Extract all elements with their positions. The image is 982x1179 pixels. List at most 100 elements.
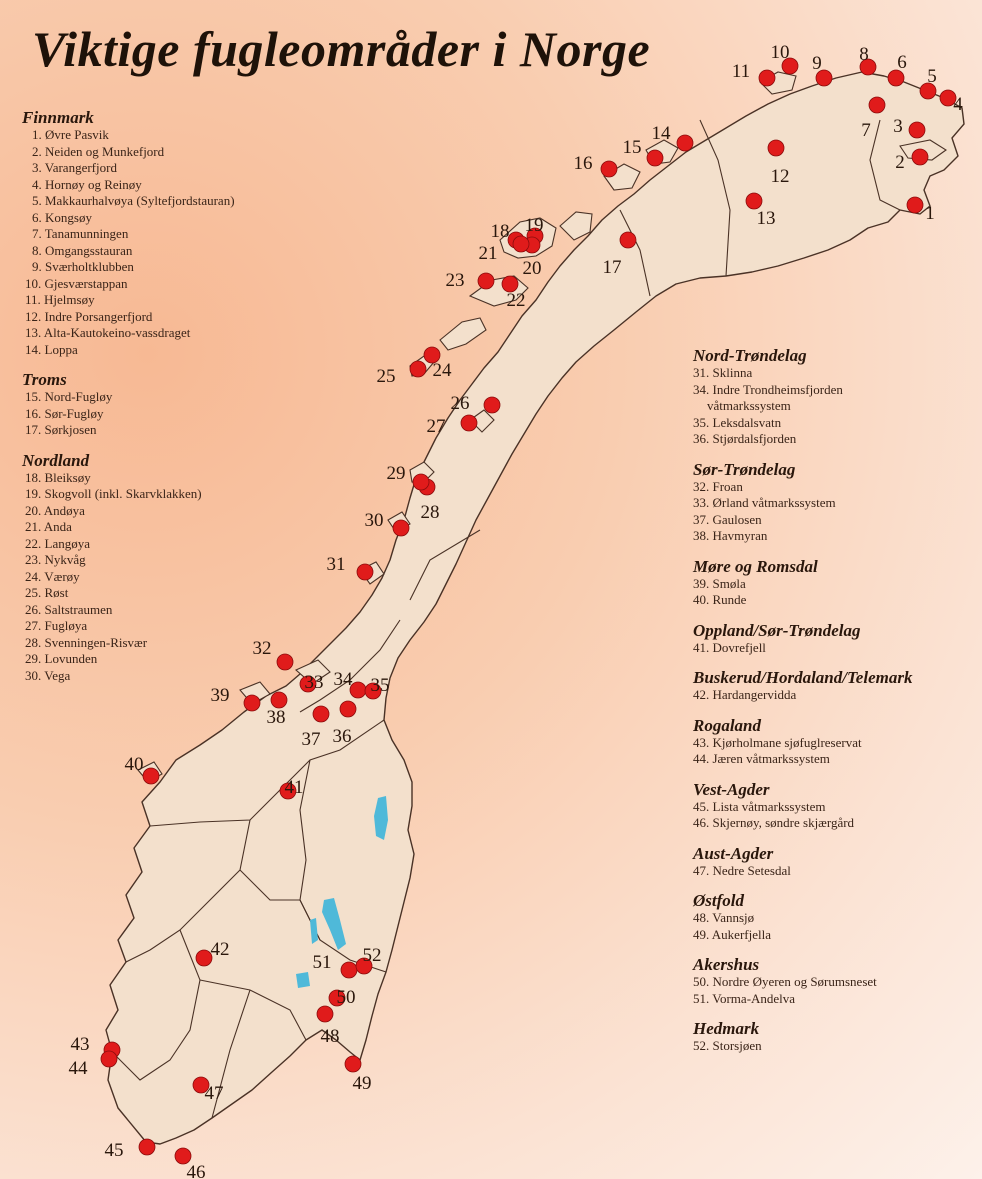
site-marker-label: 12 bbox=[771, 166, 790, 187]
legend-site-item: 49. Aukerfjella bbox=[693, 926, 771, 942]
legend-region-heading: Møre og Romsdal bbox=[693, 556, 818, 576]
legend-site-item: 21. Anda bbox=[25, 519, 72, 534]
site-marker-dot bbox=[887, 69, 905, 87]
legend-region-heading: Hedmark bbox=[693, 1019, 760, 1038]
site-marker-dot bbox=[906, 196, 924, 214]
site-marker-label: 22 bbox=[507, 290, 526, 311]
legend-site-item: 36. Stjørdalsfjorden bbox=[693, 431, 797, 446]
legend-site-item: 39. Smøla bbox=[693, 575, 746, 591]
legend-site-item: 19. Skogvoll (inkl. Skarvklakken) bbox=[25, 486, 202, 501]
site-marker-dot bbox=[423, 346, 441, 364]
site-marker-label: 49 bbox=[353, 1073, 372, 1094]
site-marker-label: 32 bbox=[253, 638, 272, 659]
legend-site-item: 50. Nordre Øyeren og Sørumsneset bbox=[693, 974, 877, 989]
legend-site-item: 27. Fugløya bbox=[25, 618, 88, 633]
site-marker-dot bbox=[328, 989, 346, 1007]
site-marker-dot bbox=[676, 134, 694, 152]
legend-site-item: 26. Saltstraumen bbox=[25, 601, 113, 617]
legend-site-item: 20. Andøya bbox=[25, 502, 85, 518]
site-marker-label: 26 bbox=[451, 393, 470, 414]
site-marker-label: 23 bbox=[446, 270, 465, 291]
site-marker-label: 8 bbox=[859, 44, 869, 65]
legend-site-item: 37. Gaulosen bbox=[693, 511, 762, 527]
site-marker-dot bbox=[908, 121, 926, 139]
county-borders bbox=[111, 119, 901, 1119]
site-marker-dot bbox=[512, 235, 530, 253]
legend-region-heading: Sør-Trøndelag bbox=[693, 459, 796, 479]
legend-site-item: 42. Hardangervidda bbox=[693, 687, 797, 702]
lakes bbox=[296, 796, 388, 988]
legend-site-item: 51. Vorma-Andelva bbox=[693, 990, 796, 1006]
site-marker-dot bbox=[600, 160, 618, 178]
site-marker-label: 1 bbox=[925, 203, 935, 224]
legend-site-item: 24. Værøy bbox=[25, 568, 80, 584]
site-marker-label: 6 bbox=[897, 52, 907, 73]
legend-site-item: 38. Havmyran bbox=[693, 528, 768, 543]
site-marker-dot bbox=[911, 148, 929, 166]
page-title: Viktige fugleområder i Norge bbox=[32, 21, 651, 77]
site-marker-dot bbox=[745, 192, 763, 210]
site-marker-label: 41 bbox=[285, 777, 304, 798]
site-marker-dot bbox=[781, 57, 799, 75]
site-marker-label: 30 bbox=[365, 510, 384, 531]
legend-site-item: 52. Storsjøen bbox=[693, 1038, 762, 1053]
site-marker-dot bbox=[195, 949, 213, 967]
legend-site-item: 46. Skjernøy, søndre skjærgård bbox=[693, 815, 855, 830]
legend-region-heading: Akershus bbox=[693, 955, 760, 974]
site-marker-label: 44 bbox=[69, 1058, 89, 1079]
legend-site-item: 12. Indre Porsangerfjord bbox=[25, 308, 153, 324]
site-marker-label: 33 bbox=[305, 672, 324, 693]
legend-site-item: 14. Loppa bbox=[25, 341, 78, 357]
legend-region-heading: Aust-Agder bbox=[693, 843, 774, 863]
site-marker-dot bbox=[174, 1147, 192, 1165]
site-marker-dot bbox=[477, 272, 495, 290]
legend-region-heading: Troms bbox=[22, 370, 67, 389]
legend-site-item: 25. Røst bbox=[25, 585, 69, 600]
site-marker-label: 37 bbox=[302, 729, 321, 750]
legend-site-item: 47. Nedre Setesdal bbox=[693, 862, 791, 878]
site-marker-dot bbox=[392, 519, 410, 537]
legend-site-item: våtmarkssystem bbox=[707, 398, 791, 413]
site-marker-label: 18 bbox=[491, 221, 510, 242]
legend-region-heading: Finnmark bbox=[22, 108, 94, 127]
legend-site-item: 5. Makkaurhalvøya (Syltefjordstauran) bbox=[32, 193, 235, 208]
site-marker-dot bbox=[270, 691, 288, 709]
site-marker-dot bbox=[859, 58, 877, 76]
site-marker-dot bbox=[340, 961, 358, 979]
legend-region-heading: Nord-Trøndelag bbox=[693, 346, 807, 365]
legend-site-item: 41. Dovrefjell bbox=[693, 639, 766, 655]
site-marker-dot bbox=[344, 1055, 362, 1073]
legend-region-heading: Rogaland bbox=[693, 715, 762, 735]
legend-site-item: 23. Nykvåg bbox=[25, 552, 86, 567]
legend-site-item: 29. Lovunden bbox=[25, 651, 98, 666]
site-marker-label: 17 bbox=[603, 257, 622, 278]
site-marker-label: 34 bbox=[334, 669, 354, 690]
site-marker-dot bbox=[100, 1050, 118, 1068]
site-marker-label: 50 bbox=[337, 987, 356, 1008]
site-marker-dot bbox=[868, 96, 886, 114]
site-marker-dot bbox=[619, 231, 637, 249]
site-marker-dot bbox=[355, 957, 373, 975]
legend-site-item: 28. Svenningen-Risvær bbox=[25, 634, 148, 650]
site-marker-dot bbox=[142, 767, 160, 785]
site-marker-dot bbox=[339, 700, 357, 718]
legend-site-item: 17. Sørkjosen bbox=[25, 422, 97, 437]
site-marker-dot bbox=[919, 82, 937, 100]
site-marker-dot bbox=[299, 675, 317, 693]
site-marker-label: 35 bbox=[371, 675, 390, 696]
site-marker-label: 14 bbox=[652, 123, 672, 144]
legend-site-item: 8. Omgangsstauran bbox=[32, 242, 133, 258]
site-marker-label: 13 bbox=[757, 208, 776, 229]
legend-site-item: 18. Bleiksøy bbox=[25, 469, 91, 485]
site-marker-label: 36 bbox=[333, 726, 352, 747]
site-marker-dot bbox=[192, 1076, 210, 1094]
legend-site-item: 15. Nord-Fugløy bbox=[25, 389, 113, 404]
site-marker-label: 10 bbox=[771, 42, 790, 63]
legend-site-item: 4. Hornøy og Reinøy bbox=[32, 176, 142, 192]
legend-region-heading: Østfold bbox=[693, 891, 744, 910]
legend-site-item: 16. Sør-Fugløy bbox=[25, 405, 104, 421]
